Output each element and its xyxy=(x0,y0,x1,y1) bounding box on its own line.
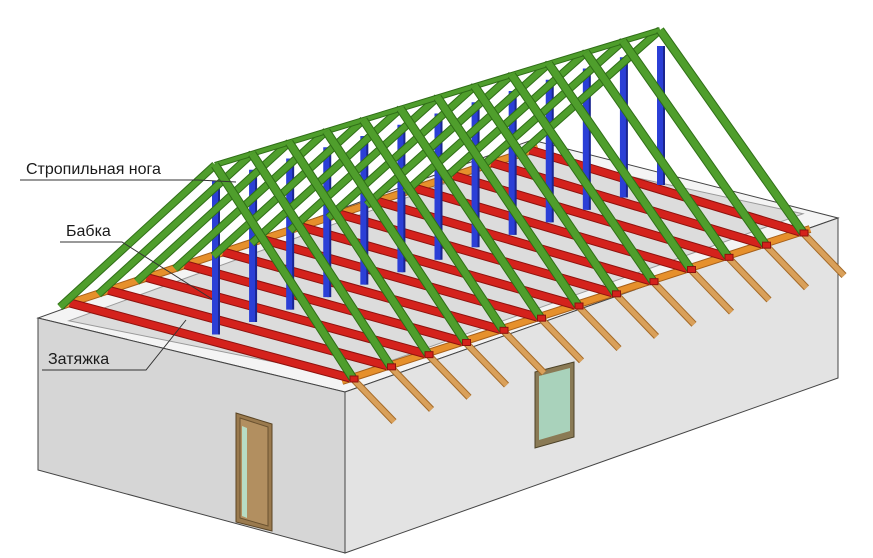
callout-label-tie-beam: Затяжка xyxy=(48,351,109,368)
rafter-joint-7 xyxy=(574,302,584,310)
rafter-leg-back-9 xyxy=(364,72,514,208)
callout-king-post: Бабка xyxy=(60,223,213,300)
rafter-leg-front-10 xyxy=(545,61,695,273)
rafter-tail-8 xyxy=(614,293,659,339)
rafter-leg-front-8 xyxy=(471,84,620,297)
rafter-tail-6 xyxy=(539,317,584,363)
leader-line-rafter-leg xyxy=(20,179,237,183)
rafter-leg-front-2 xyxy=(249,151,395,370)
leader-line-king-post xyxy=(60,241,213,300)
rafter-leg-back-13 xyxy=(518,27,662,157)
tie-beam-7 xyxy=(299,223,576,309)
rafter-tail-1 xyxy=(352,378,396,424)
rafter-leg-front-7 xyxy=(434,95,582,309)
rafter-joint-5 xyxy=(499,326,509,334)
rafter-leg-front-9 xyxy=(508,73,657,285)
door-glass-strip xyxy=(242,426,247,518)
rafter-leg-back-10 xyxy=(403,61,551,195)
leader-line-tie-beam xyxy=(42,319,187,371)
rafter-joint-13 xyxy=(799,229,809,237)
tie-beams xyxy=(68,145,802,383)
rafter-leg-front-12 xyxy=(620,39,770,249)
rafter-joint-11 xyxy=(724,253,734,261)
rafter-tail-10 xyxy=(689,268,734,314)
rafter-leg-front-1 xyxy=(212,163,357,382)
rafter-joint-4 xyxy=(462,339,471,346)
rafter-tail-3 xyxy=(427,353,471,399)
callouts: Стропильная нога Бабка Затяжка xyxy=(20,161,237,371)
rafter-leg-front-11 xyxy=(582,50,732,261)
rafter-tail-5 xyxy=(502,329,546,375)
callout-rafter-leg: Стропильная нога xyxy=(20,161,237,183)
rafter-tail-2 xyxy=(389,366,434,412)
tie-beam-8 xyxy=(337,210,614,297)
rafter-tail-4 xyxy=(464,341,509,387)
rafter-joint-8 xyxy=(612,290,621,298)
door xyxy=(235,412,273,532)
tie-beam-6 xyxy=(260,235,539,321)
rafter-joint-9 xyxy=(649,278,659,286)
tie-beam-1 xyxy=(69,299,351,382)
callout-tie-beam: Затяжка xyxy=(42,319,187,371)
rafter-leg-front-13 xyxy=(657,27,807,237)
rafter-leg-front-6 xyxy=(397,106,545,322)
window xyxy=(534,361,575,449)
rafter-joint-6 xyxy=(537,314,546,322)
rafter-joint-3 xyxy=(424,351,434,359)
rafter-leg-front-5 xyxy=(360,118,507,334)
rafter-tail-7 xyxy=(577,305,621,351)
rafter-tail-12 xyxy=(764,244,809,290)
front-rafter-legs xyxy=(211,27,847,425)
callout-label-rafter-leg: Стропильная нога xyxy=(26,161,161,178)
rafter-tail-11 xyxy=(727,256,771,302)
rafter-leg-front-3 xyxy=(286,140,432,358)
rafter-joint-12 xyxy=(762,241,771,249)
rafter-leg-back-12 xyxy=(479,39,625,169)
window-glass xyxy=(539,368,570,440)
rafter-tail-9 xyxy=(652,280,696,326)
rafter-leg-back-11 xyxy=(441,50,588,182)
rafter-joint-1 xyxy=(349,375,359,383)
rafter-leg-back-8 xyxy=(326,84,477,220)
rafter-joint-2 xyxy=(387,363,396,371)
rafter-leg-front-4 xyxy=(323,129,470,346)
rafter-tail-13 xyxy=(802,232,846,278)
rafter-joint-10 xyxy=(687,266,696,273)
callout-label-king-post: Бабка xyxy=(66,223,111,240)
rafter-leg-back-1 xyxy=(57,162,218,310)
